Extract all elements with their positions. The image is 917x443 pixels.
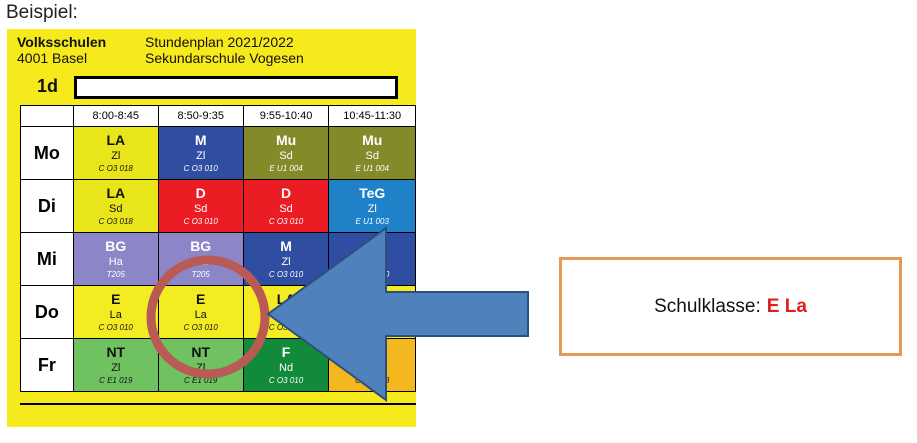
lesson-teacher: Zl xyxy=(111,149,121,162)
school-info: Volksschulen 4001 Basel xyxy=(17,34,106,66)
plan-school: Sekundarschule Vogesen xyxy=(145,50,304,66)
day-name: Do xyxy=(20,285,74,339)
highlight-circle xyxy=(146,255,270,379)
lesson-subject: M xyxy=(280,237,292,254)
lesson-teacher: Sd xyxy=(193,202,208,215)
lesson-teacher: Zl xyxy=(111,361,121,374)
school-name: Volksschulen xyxy=(17,34,107,50)
lesson-room: C O3 010 xyxy=(268,216,304,226)
lesson-teacher: Sd xyxy=(279,202,293,215)
class-info-box: Schulklasse: E La xyxy=(559,257,902,356)
lesson-subject: Mu xyxy=(362,131,383,148)
day-name: Mo xyxy=(20,126,74,180)
name-field xyxy=(74,76,398,99)
lesson-subject: M xyxy=(194,131,207,148)
lesson-subject: BG xyxy=(105,237,127,254)
class-label: 1d xyxy=(37,76,59,96)
lesson-teacher: Sd xyxy=(109,202,123,215)
lesson-teacher: Zl xyxy=(196,149,206,162)
lesson-room: C O3 018 xyxy=(98,216,133,226)
lesson-teacher: La xyxy=(194,308,207,321)
lesson-teacher: Zl xyxy=(281,255,291,268)
lesson-subject: LA xyxy=(106,184,126,201)
lesson-room: C O3 018 xyxy=(98,163,133,173)
lesson-room: C O3 010 xyxy=(183,322,218,332)
lesson-room: C O3 010 xyxy=(268,375,304,385)
lesson-teacher: La xyxy=(109,308,122,321)
lesson-subject: D xyxy=(280,184,292,201)
lesson-room: E U1 004 xyxy=(269,163,303,173)
lesson-teacher: Ha xyxy=(108,255,123,268)
lesson-teacher: Zl xyxy=(367,202,377,215)
lesson-teacher: Zl xyxy=(196,361,206,374)
time-header: 8:50-9:35 xyxy=(157,105,244,127)
lesson-subject: D xyxy=(195,184,206,201)
lesson-room: C O3 010 xyxy=(183,163,218,173)
lesson-subject: E xyxy=(196,290,206,307)
lesson-subject: TeG xyxy=(359,184,386,201)
day-name: Fr xyxy=(20,338,74,392)
lesson-subject: NT xyxy=(191,343,211,360)
lesson-subject: BG xyxy=(190,237,212,254)
lesson-subject: NT xyxy=(106,343,126,360)
plan-title: Stundenplan 2021/2022 xyxy=(145,34,294,50)
lesson-room: C O3 010 xyxy=(98,322,133,332)
time-header: 10:45-11:30 xyxy=(328,105,416,127)
school-zip: 4001 Basel xyxy=(17,50,88,66)
class-info-label: Schulklasse: xyxy=(654,295,761,317)
lesson-room: T205 xyxy=(191,269,210,279)
day-name: Di xyxy=(20,179,74,233)
class-info-value: E La xyxy=(766,295,807,317)
lesson-subject: Mu xyxy=(275,131,297,148)
lesson-room: C E1 019 xyxy=(184,375,218,385)
divider-line xyxy=(20,403,416,405)
lesson-room: C E1 019 xyxy=(99,375,133,385)
pointer-arrow xyxy=(266,226,529,402)
plan-info: Stundenplan 2021/2022 Sekundarschule Vog… xyxy=(145,34,304,66)
lesson-teacher: Nd xyxy=(279,361,294,374)
lesson-room: T205 xyxy=(106,269,125,279)
time-header: 9:55-10:40 xyxy=(242,105,330,127)
example-heading: Beispiel: xyxy=(6,2,78,23)
lesson-room: E U1 003 xyxy=(355,216,389,226)
lesson-room: C O3 010 xyxy=(268,269,304,279)
lesson-subject: F xyxy=(281,343,291,360)
lesson-room: E U1 004 xyxy=(355,163,389,173)
lesson-teacher: Sd xyxy=(365,149,379,162)
lesson-subject: E xyxy=(111,290,121,307)
lesson-teacher: Sd xyxy=(279,149,293,162)
lesson-room: C O3 010 xyxy=(183,216,218,226)
lesson-subject: LA xyxy=(106,131,126,148)
